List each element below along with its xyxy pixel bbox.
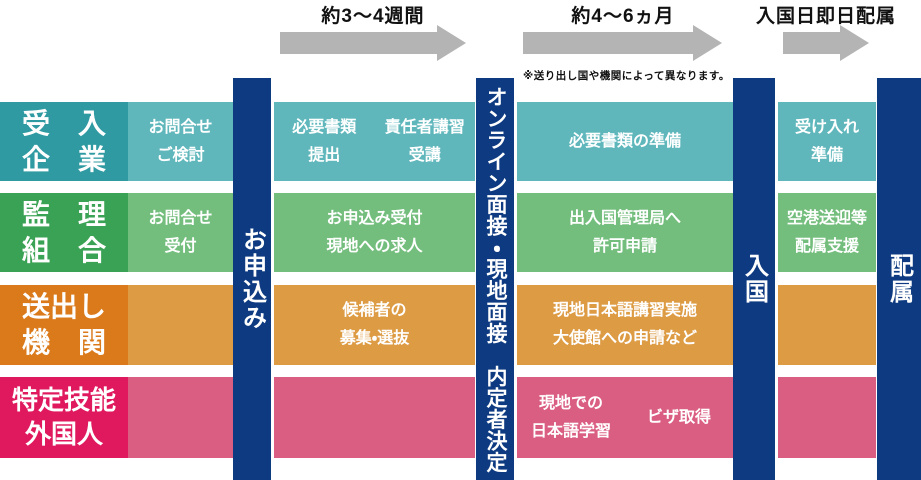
lane-title-line: 外国人 bbox=[24, 418, 103, 449]
milestone-bar-entry: 入国 bbox=[733, 78, 775, 480]
lane-header-supervising-union: 監 理 組 合 bbox=[0, 193, 128, 272]
milestone-label: オンライン面接・現地面接 内定者決定 bbox=[484, 85, 507, 473]
milestone-label: お申込み bbox=[238, 227, 266, 331]
step-line: お問合せ bbox=[148, 118, 213, 136]
step-line: 配属支援 bbox=[794, 237, 859, 255]
phase-label-procedure-period: 約4〜6ヵ月 bbox=[571, 6, 675, 27]
step-local-training-embassy: 現地日本語講習実施 大使館への申請など bbox=[517, 285, 733, 365]
step-line: 現地日本語講習実施 bbox=[552, 302, 697, 319]
arrow-shaft bbox=[783, 32, 840, 54]
step-docs-submit: 必要書類 提出 bbox=[274, 102, 375, 181]
lane-header-skilled-foreign-worker: 特定技能 外国人 bbox=[0, 377, 128, 458]
lane4-empty-cell bbox=[128, 377, 233, 458]
step-line: 受付 bbox=[164, 237, 197, 255]
step-line: 日本語学習 bbox=[530, 422, 611, 440]
step-line: ビザ取得 bbox=[646, 408, 711, 426]
step-accept-prepare: 受け入れ 準備 bbox=[778, 102, 876, 181]
lane-title-line: 組 合 bbox=[21, 234, 106, 266]
step-immigration-apply: 出入国管理局へ 許可申請 bbox=[517, 193, 733, 272]
step-line: 現地への求人 bbox=[326, 237, 423, 255]
step-application-reception: お申込み受付 現地への求人 bbox=[274, 193, 475, 272]
arrow-shaft bbox=[523, 32, 693, 54]
step-line: 責任者講習 bbox=[384, 118, 465, 136]
lane-title-line: 特定技能 bbox=[11, 385, 116, 416]
step-line: 許可申請 bbox=[592, 237, 657, 255]
lane4-empty-cell bbox=[778, 377, 876, 458]
lane-title-line: 機 関 bbox=[21, 327, 106, 358]
step-line: 募集・選抜 bbox=[339, 330, 410, 347]
timeline-note: ※送り出し国や機関によって異なります。 bbox=[523, 70, 730, 82]
phase-label-application-period: 約3〜4週間 bbox=[321, 6, 425, 27]
lane-title-line: 受 入 bbox=[21, 107, 106, 139]
step-line: 準備 bbox=[810, 146, 843, 164]
step-manager-training: 責任者講習 受講 bbox=[375, 102, 476, 181]
step-airport-support: 空港送迎等 配属支援 bbox=[778, 193, 876, 272]
lane-title-line: 監 理 bbox=[21, 198, 106, 230]
lane-title-line: 企 業 bbox=[21, 143, 106, 175]
phase-label-entry-day: 入国日即日配属 bbox=[755, 6, 896, 27]
arrow-head-icon bbox=[437, 25, 466, 61]
milestone-bar-assignment: 配属 bbox=[877, 78, 921, 480]
step-line: 現地での bbox=[538, 394, 603, 412]
step-line: ご検討 bbox=[156, 146, 205, 164]
timeline-arrow-1 bbox=[280, 25, 466, 61]
step-line: 空港送迎等 bbox=[786, 209, 867, 227]
step-study-and-visa: 現地での 日本語学習 ビザ取得 bbox=[517, 377, 733, 458]
step-line: 候補者の bbox=[342, 302, 407, 319]
step-visa-acquire: ビザ取得 bbox=[625, 377, 733, 458]
step-docs-and-training: 必要書類 提出 責任者講習 受講 bbox=[274, 102, 475, 181]
step-local-japanese-study: 現地での 日本語学習 bbox=[517, 377, 625, 458]
step-line: 出入国管理局へ bbox=[568, 209, 681, 227]
step-inquiry-consider: お問合せ ご検討 bbox=[128, 102, 233, 181]
milestone-label: 配属 bbox=[885, 253, 913, 305]
step-line: 受講 bbox=[408, 146, 441, 164]
lane-header-sending-organization: 送出し 機 関 bbox=[0, 285, 128, 365]
milestone-label: 入国 bbox=[740, 253, 768, 305]
arrow-head-icon bbox=[840, 25, 869, 61]
step-line: 必要書類 bbox=[292, 118, 357, 136]
step-line: 必要書類の準備 bbox=[568, 132, 681, 150]
milestone-bar-application: お申込み bbox=[233, 78, 271, 480]
lane-title-line: 送出し bbox=[21, 291, 106, 323]
step-line: 受け入れ bbox=[794, 118, 859, 136]
step-inquiry-reception: お問合せ 受付 bbox=[128, 193, 233, 272]
step-line: 提出 bbox=[308, 146, 341, 164]
lane-header-receiving-company: 受 入 企 業 bbox=[0, 102, 128, 181]
step-recruit-select: 候補者の 募集・選抜 bbox=[274, 285, 475, 365]
arrow-shaft bbox=[280, 32, 437, 54]
step-docs-prepare: 必要書類の準備 bbox=[517, 102, 733, 181]
timeline-arrow-2 bbox=[523, 25, 723, 61]
arrow-head-icon bbox=[693, 25, 722, 61]
lane4-empty-cell bbox=[274, 377, 475, 458]
step-line: 大使館への申請など bbox=[552, 330, 697, 347]
step-line: お申込み受付 bbox=[326, 209, 423, 227]
milestone-bar-interview-decision: オンライン面接・現地面接 内定者決定 bbox=[476, 78, 514, 480]
lane3-empty-cell bbox=[778, 285, 876, 365]
timeline-arrow-3 bbox=[783, 25, 870, 61]
step-line: お問合せ bbox=[148, 209, 213, 227]
lane3-empty-cell bbox=[128, 285, 233, 365]
